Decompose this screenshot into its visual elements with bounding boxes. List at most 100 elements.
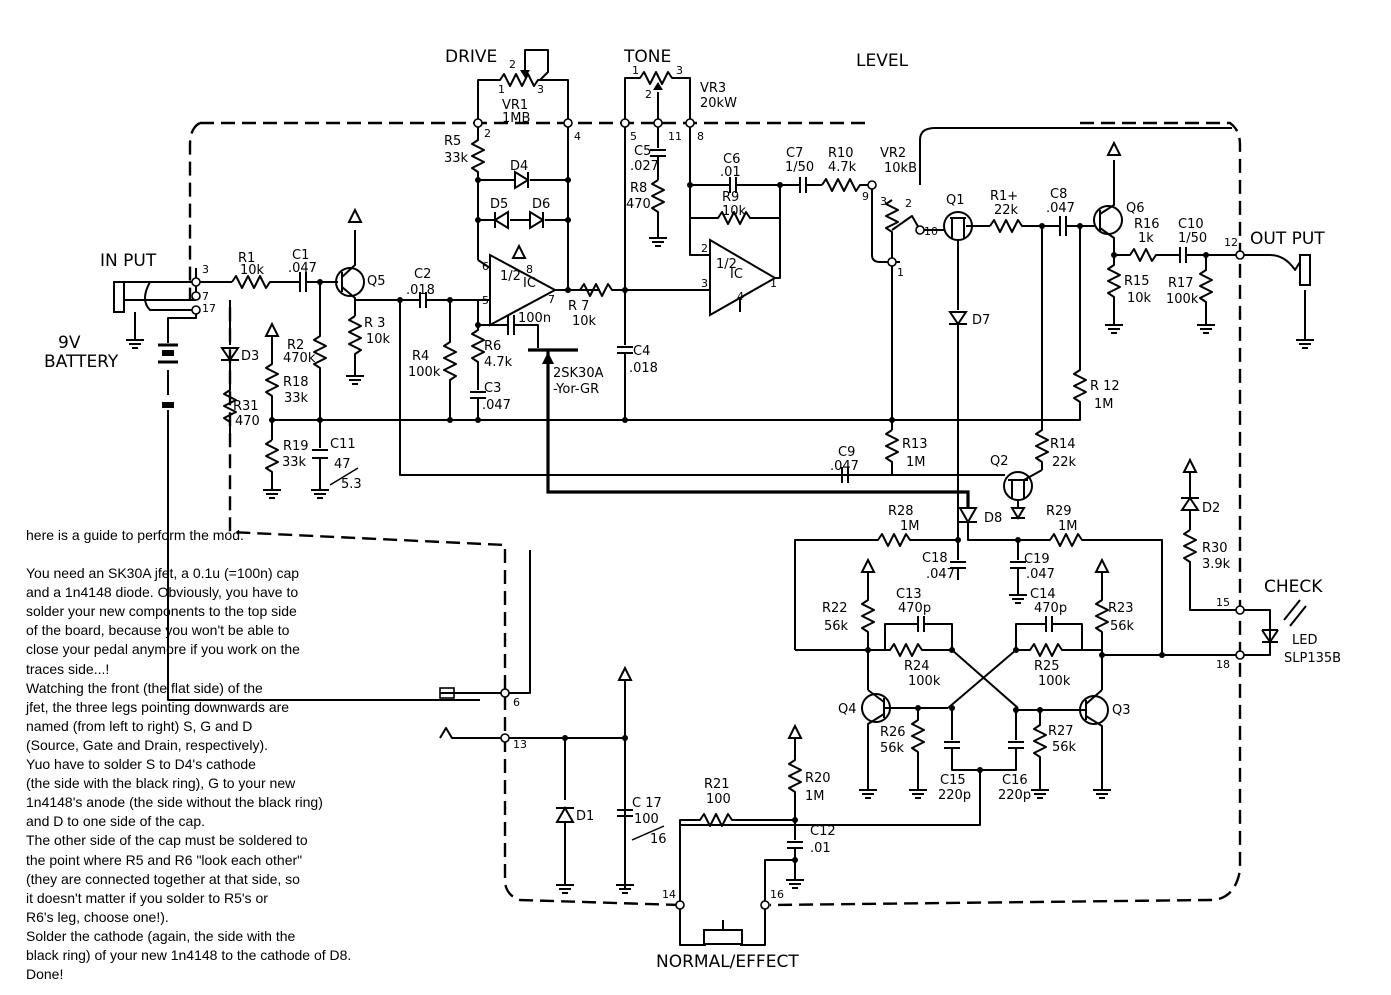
node-3-pin: 3 bbox=[202, 263, 209, 276]
r13-value: 1M bbox=[906, 455, 926, 470]
r7 bbox=[579, 283, 700, 297]
jfet-grade: -Yor-GR bbox=[553, 382, 599, 397]
r5-name: R5 bbox=[444, 134, 461, 149]
c7 bbox=[799, 177, 822, 193]
d8 bbox=[958, 507, 978, 525]
d8-label: D8 bbox=[984, 511, 1002, 526]
node-14-pin: 14 bbox=[662, 888, 676, 901]
c9 bbox=[400, 467, 1005, 483]
ic1-label: IC bbox=[523, 276, 536, 291]
r22-value: 56k bbox=[824, 619, 849, 634]
r18-name: R18 bbox=[283, 375, 309, 390]
output-label: OUT PUT bbox=[1250, 229, 1325, 249]
vr3-pin-2: 2 bbox=[645, 88, 652, 101]
c2-name: C2 bbox=[414, 267, 431, 282]
footswitch[interactable] bbox=[679, 905, 766, 946]
r29-value: 1M bbox=[1058, 519, 1078, 534]
d4 bbox=[514, 170, 530, 190]
c10-name: C10 bbox=[1178, 217, 1204, 232]
r27 bbox=[1033, 710, 1047, 790]
mod-cap-value: 100n bbox=[518, 311, 551, 326]
r21-name: R21 bbox=[704, 777, 730, 792]
r5-value: 33k bbox=[444, 151, 469, 166]
ic1 bbox=[489, 253, 558, 327]
c19 bbox=[1010, 555, 1026, 595]
r2-name: R2 bbox=[287, 338, 304, 353]
r31-name: R31 bbox=[233, 399, 259, 414]
tone-label: TONE bbox=[623, 47, 671, 67]
drive-label: DRIVE bbox=[445, 47, 497, 67]
r25 bbox=[1016, 643, 1102, 657]
r4 bbox=[443, 300, 457, 418]
r5 bbox=[471, 123, 485, 260]
c7-name: C7 bbox=[786, 146, 803, 161]
c9-name: C9 bbox=[838, 445, 855, 460]
d3-label: D3 bbox=[241, 349, 259, 364]
q3-label: Q3 bbox=[1112, 703, 1131, 718]
r26-name: R26 bbox=[880, 725, 906, 740]
ic2-pin-2: 2 bbox=[701, 242, 708, 255]
r2-value: 470k bbox=[283, 351, 316, 366]
guide-line: Solder the cathode (again, the side with… bbox=[26, 927, 296, 944]
c13 bbox=[884, 616, 953, 650]
r24-value: 100k bbox=[908, 674, 941, 689]
r9-name: R9 bbox=[722, 190, 739, 205]
r15-value: 10k bbox=[1127, 291, 1152, 306]
c18-name: C18 bbox=[922, 551, 948, 566]
r17-value: 100k bbox=[1166, 292, 1199, 307]
d2-label: D2 bbox=[1202, 501, 1220, 516]
led-label: LED bbox=[1292, 633, 1317, 648]
r16 bbox=[1114, 248, 1180, 262]
r17 bbox=[1199, 255, 1213, 325]
r10-name: R10 bbox=[828, 146, 854, 161]
node-10-pin: 10 bbox=[924, 225, 938, 238]
c5-name: C5 bbox=[634, 144, 651, 159]
q5 bbox=[335, 267, 365, 297]
c8-value: .047 bbox=[1046, 201, 1075, 216]
ic2 bbox=[709, 238, 778, 317]
c13-value: 470p bbox=[898, 601, 931, 616]
r29-name: R29 bbox=[1046, 504, 1072, 519]
r31 bbox=[223, 360, 237, 440]
r20-name: R20 bbox=[805, 771, 831, 786]
r1-name: R1 bbox=[238, 251, 255, 266]
ic1-pin-6: 6 bbox=[482, 260, 489, 273]
c19-name: C19 bbox=[1024, 552, 1050, 567]
r1 bbox=[231, 275, 300, 289]
ic2-pin-3: 3 bbox=[701, 277, 708, 290]
input-label: IN PUT bbox=[100, 251, 157, 271]
c1-value: .047 bbox=[288, 261, 317, 276]
r26 bbox=[911, 708, 925, 790]
d3 bbox=[220, 347, 240, 362]
mod-jfet bbox=[528, 348, 970, 508]
node-13-pin: 13 bbox=[513, 738, 527, 751]
vr1-value: 1MB bbox=[502, 111, 530, 126]
c4-name: C4 bbox=[633, 344, 650, 359]
r14-name: R14 bbox=[1050, 437, 1076, 452]
guide-line: Watching the front (the flat side) of th… bbox=[26, 679, 263, 696]
node-15-pin: 15 bbox=[1216, 596, 1230, 609]
r6 bbox=[471, 300, 485, 380]
ic2-label: IC bbox=[730, 267, 743, 282]
r8 bbox=[651, 179, 665, 238]
r11 bbox=[989, 219, 1040, 233]
c14-name: C14 bbox=[1030, 587, 1056, 602]
c17-name: C 17 bbox=[632, 796, 662, 811]
guide-line: Done! bbox=[26, 966, 64, 983]
ic1-half: 1/2 bbox=[500, 269, 521, 284]
r16-name: R16 bbox=[1134, 217, 1160, 232]
guide-line: jfet, the three legs pointing downwards … bbox=[26, 698, 290, 715]
vr1-pin-1: 1 bbox=[498, 83, 505, 96]
r24-name: R24 bbox=[904, 659, 930, 674]
c5-value: .027 bbox=[630, 159, 659, 174]
ic2-half: 1/2 bbox=[716, 257, 737, 272]
r27-value: 56k bbox=[1052, 740, 1077, 755]
guide-line: here is a guide to perform the mod. bbox=[26, 527, 244, 543]
node-17-pin: 17 bbox=[202, 302, 216, 315]
output-jack bbox=[1240, 254, 1315, 349]
c3-name: C3 bbox=[484, 381, 501, 396]
node-7-pin: 7 bbox=[202, 290, 209, 303]
c6 bbox=[690, 177, 800, 193]
vr2-pin-2: 2 bbox=[905, 197, 912, 210]
r21 bbox=[679, 813, 795, 905]
